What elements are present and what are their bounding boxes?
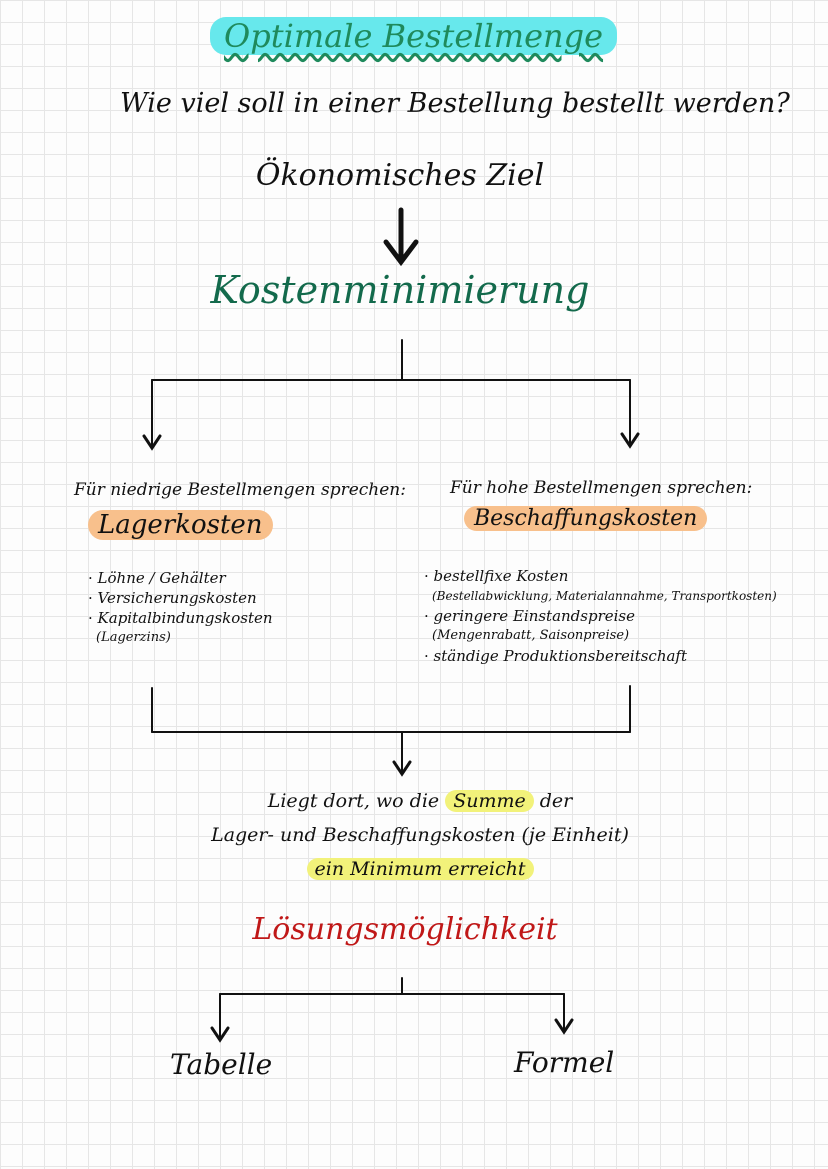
option-tabelle: Tabelle <box>170 1048 273 1081</box>
conclusion-part: Liegt dort, wo die <box>267 790 440 812</box>
list-item: geringere Einstandspreise <box>424 606 777 626</box>
right-label: Beschaffungskosten <box>464 506 708 531</box>
goal-text: Ökonomisches Ziel <box>255 158 545 193</box>
list-item-note: (Lagerzins) <box>96 630 171 645</box>
conclusion-text: Liegt dort, wo die Summe der Lager- und … <box>180 784 660 886</box>
title-highlight: Optimale Bestellmenge <box>210 17 618 55</box>
list-item: Versicherungskosten <box>88 588 273 608</box>
conclusion-line-1: Liegt dort, wo die Summe der <box>180 784 660 818</box>
conclusion-part: der <box>539 790 573 812</box>
left-header: Für niedrige Bestellmengen sprechen: <box>74 480 406 500</box>
right-header: Für hohe Bestellmengen sprechen: <box>450 478 753 498</box>
minimum-highlight: ein Minimum erreicht <box>306 858 534 880</box>
solution-title: Lösungsmöglichkeit <box>252 912 558 947</box>
conclusion-line-2: Lager- und Beschaffungskosten (je Einhei… <box>211 824 629 846</box>
left-label: Lagerkosten <box>88 510 273 540</box>
lagerkosten-highlight: Lagerkosten <box>88 510 273 540</box>
conclusion-line-3: ein Minimum erreicht <box>180 852 660 886</box>
beschaffungskosten-highlight: Beschaffungskosten <box>464 506 708 531</box>
summe-highlight: Summe <box>445 790 534 812</box>
list-item: Kapitalbindungskosten <box>88 608 273 628</box>
list-item-note: (Bestellabwicklung, Materialannahme, Tra… <box>432 589 777 603</box>
list-item: bestellfixe Kosten <box>424 566 777 586</box>
left-list: Löhne / Gehälter Versicherungskosten Kap… <box>88 568 273 648</box>
page-title: Optimale Bestellmenge <box>210 14 618 58</box>
right-list: bestellfixe Kosten (Bestellabwicklung, M… <box>424 566 777 666</box>
question-text: Wie viel soll in einer Bestellung bestel… <box>120 88 790 119</box>
option-formel: Formel <box>514 1046 615 1079</box>
main-concept: Kostenminimierung <box>210 268 590 312</box>
list-item-note: (Mengenrabatt, Saisonpreise) <box>432 628 630 643</box>
list-item: ständige Produktionsbereitschaft <box>424 646 777 666</box>
list-item: Löhne / Gehälter <box>88 568 273 588</box>
